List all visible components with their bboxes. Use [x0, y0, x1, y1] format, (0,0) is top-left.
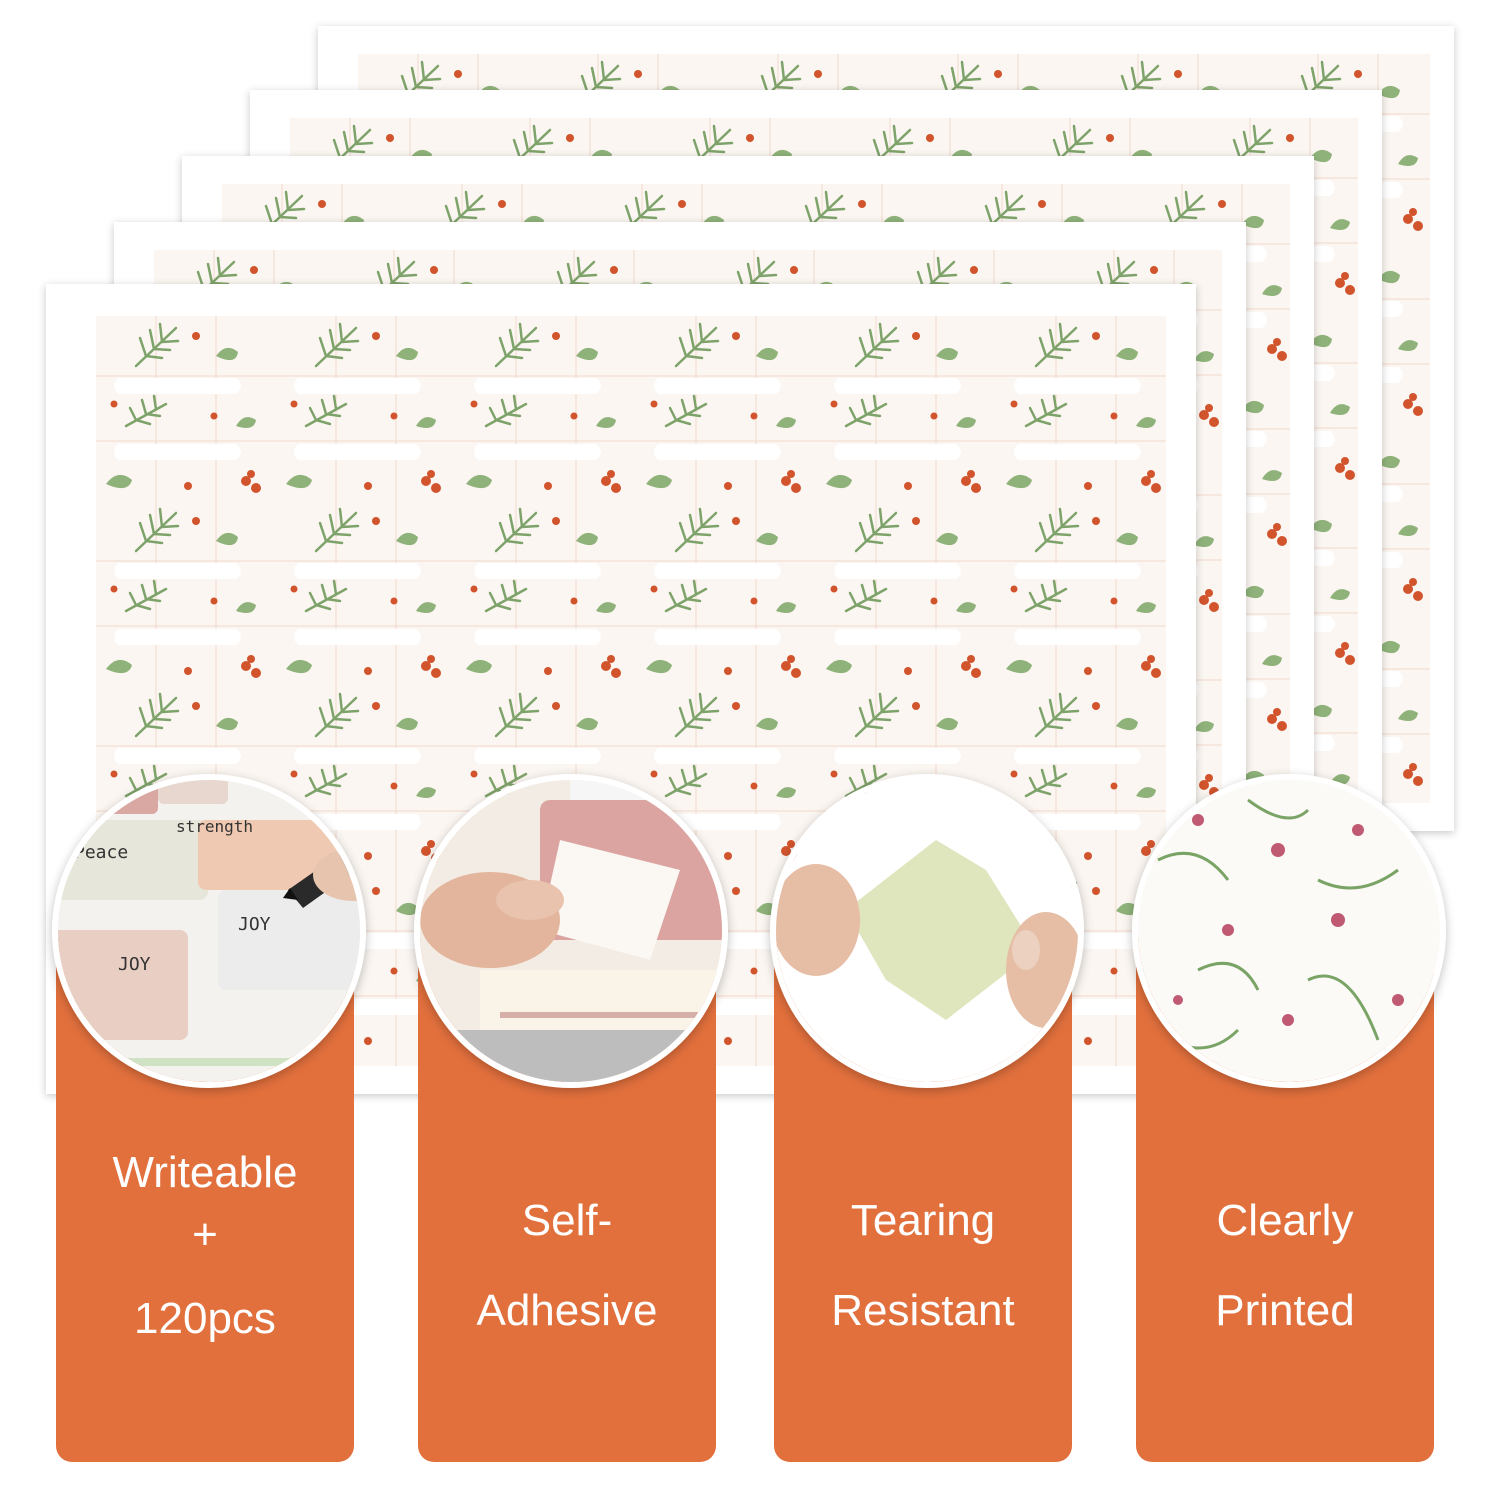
feature-text-line-2: + — [192, 1210, 218, 1259]
photo-peeling-label — [414, 774, 728, 1088]
photo-text-joy-upper: JOY — [238, 914, 271, 935]
feature-text-line-1: Clearly — [1216, 1196, 1354, 1245]
feature-text-line-1: Tearing — [850, 1196, 996, 1245]
photo-text-joy-lower: JOY — [118, 954, 151, 975]
feature-text-line-2: Printed — [1215, 1286, 1355, 1335]
photo-text-strength: strength — [176, 817, 253, 836]
feature-text-line-1: Self- — [521, 1196, 613, 1245]
feature-text-line-2: Resistant — [831, 1286, 1015, 1335]
feature-text-line-1: Writeable — [112, 1148, 298, 1197]
photo-text-peace: Peace — [74, 842, 128, 863]
photo-floral-print — [1132, 774, 1446, 1088]
feature-text-line-3: 120pcs — [134, 1294, 276, 1343]
photo-stretching-label — [770, 774, 1084, 1088]
feature-text-line-2: Adhesive — [476, 1286, 658, 1335]
photo-pen-writing: Peace strength JOY JOY — [52, 774, 366, 1088]
